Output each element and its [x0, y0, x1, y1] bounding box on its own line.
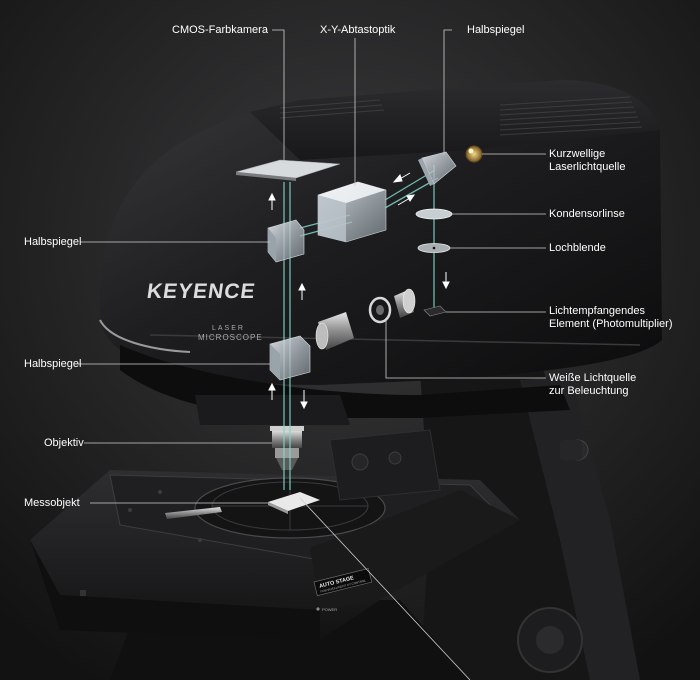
label-measurement-object: Messobjekt — [24, 497, 80, 509]
label-cmos-camera: CMOS-Farbkamera — [172, 24, 268, 36]
leader-lines — [78, 29, 546, 680]
label-laser-source-line1: Kurzwellige — [549, 148, 606, 160]
label-xy-scanner: X-Y-Abtastoptik — [320, 24, 396, 36]
power-indicator: POWER — [316, 607, 337, 612]
condenser-lens — [415, 208, 453, 220]
pinhole — [417, 243, 451, 253]
half-mirror-top — [418, 151, 457, 186]
label-half-mirror-upper: Halbspiegel — [24, 236, 82, 248]
stage-drive-unit — [329, 429, 441, 501]
xy-scanner-cube — [317, 181, 387, 243]
microscope-column — [110, 360, 640, 680]
label-half-mirror-lower: Halbspiegel — [24, 358, 82, 370]
auto-stage-plate: AUTO STAGE FOR INTELLIGENT XY CONTROL — [313, 568, 373, 596]
label-objective: Objektiv — [44, 437, 84, 449]
half-mirror-upper-axis — [267, 219, 305, 263]
microscope-head — [99, 80, 662, 425]
label-condenser-lens: Kondensorlinse — [549, 208, 625, 220]
label-photomultiplier-line1: Lichtempfangendes — [549, 305, 646, 317]
label-white-light-line1: Weiße Lichtquelle — [549, 372, 637, 384]
label-laser-source-line2: Laserlichtquelle — [549, 161, 626, 173]
power-label: POWER — [322, 607, 337, 612]
beam-arrows — [268, 172, 450, 410]
objective-lens — [270, 426, 304, 470]
label-photomultiplier-line2: Element (Photomultiplier) — [549, 318, 673, 330]
brand-logo-text: KEYENCE — [145, 280, 257, 303]
label-half-mirror-top: Halbspiegel — [467, 24, 525, 36]
label-white-light-line2: zur Beleuchtung — [549, 385, 629, 397]
half-mirror-lower-axis — [269, 335, 311, 381]
label-white-light-source: Weiße Lichtquelle zur Beleuchtung — [549, 372, 636, 398]
label-photomultiplier: Lichtempfangendes Element (Photomultipli… — [549, 305, 673, 331]
keyence-logo: KEYENCE LASER MICROSCOPE — [145, 280, 263, 342]
label-laser-source: Kurzwellige Laserlichtquelle — [549, 148, 625, 174]
brand-product-line1: LASER — [212, 325, 245, 332]
laser-source — [465, 145, 483, 163]
white-light-source — [315, 288, 416, 350]
brand-product-line2: MICROSCOPE — [198, 333, 263, 342]
label-pinhole: Lochblende — [549, 242, 606, 254]
